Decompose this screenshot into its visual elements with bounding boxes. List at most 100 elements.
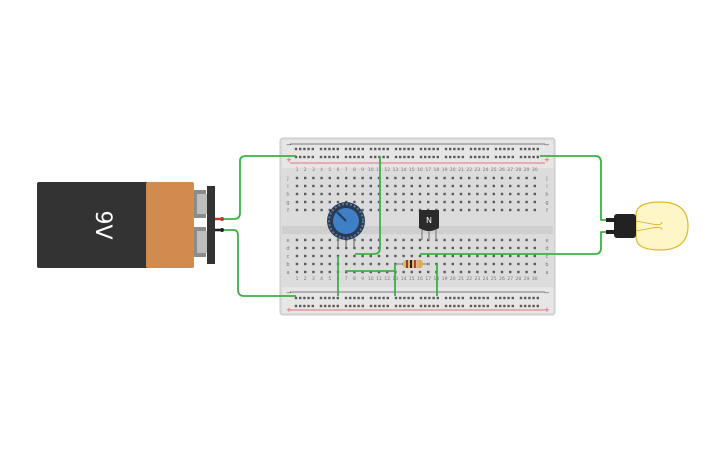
power-rail-hole[interactable] — [461, 155, 464, 159]
power-rail-hole[interactable] — [494, 296, 498, 300]
power-rail-hole[interactable] — [353, 155, 356, 159]
breadboard-hole[interactable] — [533, 184, 536, 188]
power-rail-hole[interactable] — [349, 155, 352, 159]
breadboard-hole[interactable] — [451, 238, 454, 242]
breadboard-hole[interactable] — [517, 238, 520, 242]
power-rail-hole[interactable] — [361, 155, 364, 159]
breadboard-hole[interactable] — [312, 176, 315, 180]
breadboard-hole[interactable] — [336, 184, 340, 188]
power-rail-hole[interactable] — [407, 155, 410, 159]
breadboard-hole[interactable] — [525, 238, 528, 242]
breadboard-hole[interactable] — [533, 270, 536, 274]
breadboard-hole[interactable] — [492, 184, 495, 188]
breadboard-hole[interactable] — [427, 200, 430, 204]
breadboard-hole[interactable] — [509, 176, 512, 180]
breadboard-hole[interactable] — [410, 208, 413, 212]
light-bulb[interactable] — [606, 201, 689, 251]
power-rail-hole[interactable] — [432, 155, 435, 159]
power-rail-hole[interactable] — [444, 304, 448, 308]
power-rail-hole[interactable] — [394, 155, 398, 159]
power-rail-hole[interactable] — [394, 296, 398, 300]
breadboard-hole[interactable] — [509, 246, 512, 250]
power-rail-hole[interactable] — [311, 147, 314, 151]
power-rail-hole[interactable] — [532, 304, 535, 308]
power-rail-hole[interactable] — [386, 147, 389, 151]
breadboard-hole[interactable] — [525, 262, 528, 266]
power-rail-hole[interactable] — [478, 296, 481, 300]
power-rail-hole[interactable] — [486, 147, 489, 151]
breadboard-hole[interactable] — [377, 184, 381, 188]
breadboard-hole[interactable] — [345, 184, 348, 188]
power-rail-hole[interactable] — [303, 296, 306, 300]
power-rail-hole[interactable] — [449, 147, 452, 151]
breadboard-hole[interactable] — [369, 254, 372, 258]
power-rail-hole[interactable] — [453, 296, 456, 300]
breadboard-hole[interactable] — [353, 246, 356, 250]
breadboard-hole[interactable] — [443, 208, 446, 212]
resistor[interactable] — [396, 260, 430, 268]
breadboard-hole[interactable] — [295, 238, 299, 242]
power-rail-hole[interactable] — [511, 304, 514, 308]
breadboard-hole[interactable] — [304, 270, 307, 274]
power-rail-hole[interactable] — [419, 147, 423, 151]
power-rail-hole[interactable] — [469, 304, 473, 308]
power-rail-hole[interactable] — [524, 296, 527, 300]
power-rail-hole[interactable] — [411, 155, 414, 159]
breadboard-hole[interactable] — [451, 246, 454, 250]
power-rail-hole[interactable] — [357, 296, 360, 300]
power-rail-hole[interactable] — [453, 147, 456, 151]
breadboard-hole[interactable] — [468, 238, 471, 242]
power-rail-hole[interactable] — [361, 304, 364, 308]
power-rail-hole[interactable] — [386, 304, 389, 308]
breadboard-hole[interactable] — [509, 192, 512, 196]
power-rail-hole[interactable] — [482, 147, 485, 151]
power-rail-hole[interactable] — [528, 304, 531, 308]
breadboard-hole[interactable] — [492, 262, 495, 266]
breadboard-hole[interactable] — [484, 238, 487, 242]
breadboard-hole[interactable] — [451, 200, 454, 204]
power-rail-hole[interactable] — [469, 147, 473, 151]
breadboard-hole[interactable] — [476, 192, 479, 196]
breadboard-hole[interactable] — [427, 246, 430, 250]
power-rail-hole[interactable] — [428, 147, 431, 151]
breadboard-hole[interactable] — [386, 208, 389, 212]
power-rail-hole[interactable] — [369, 155, 373, 159]
power-rail-hole[interactable] — [511, 147, 514, 151]
breadboard-hole[interactable] — [328, 200, 331, 204]
breadboard-hole[interactable] — [492, 176, 495, 180]
breadboard-hole[interactable] — [443, 192, 446, 196]
power-rail-hole[interactable] — [357, 155, 360, 159]
breadboard-hole[interactable] — [304, 246, 307, 250]
breadboard-hole[interactable] — [451, 176, 454, 180]
breadboard-hole[interactable] — [369, 176, 372, 180]
breadboard-hole[interactable] — [320, 238, 323, 242]
power-rail-hole[interactable] — [369, 147, 373, 151]
power-rail-hole[interactable] — [361, 296, 364, 300]
power-rail-hole[interactable] — [303, 304, 306, 308]
breadboard-hole[interactable] — [394, 238, 397, 242]
breadboard-hole[interactable] — [402, 270, 405, 274]
breadboard-hole[interactable] — [295, 208, 299, 212]
power-rail-hole[interactable] — [436, 296, 439, 300]
breadboard-hole[interactable] — [369, 262, 372, 266]
power-rail-hole[interactable] — [449, 304, 452, 308]
breadboard-hole[interactable] — [336, 246, 340, 250]
breadboard-hole[interactable] — [468, 246, 471, 250]
breadboard-hole[interactable] — [402, 200, 405, 204]
breadboard-hole[interactable] — [509, 254, 512, 258]
power-rail-hole[interactable] — [469, 296, 473, 300]
power-rail-hole[interactable] — [382, 296, 385, 300]
breadboard-hole[interactable] — [336, 176, 340, 180]
breadboard-hole[interactable] — [295, 200, 299, 204]
breadboard-hole[interactable] — [328, 192, 331, 196]
power-rail-hole[interactable] — [319, 147, 323, 151]
breadboard-hole[interactable] — [312, 262, 315, 266]
breadboard-hole[interactable] — [410, 184, 413, 188]
breadboard-hole[interactable] — [484, 184, 487, 188]
power-rail-hole[interactable] — [386, 296, 389, 300]
breadboard-hole[interactable] — [394, 192, 397, 196]
power-rail-hole[interactable] — [319, 304, 323, 308]
power-rail-hole[interactable] — [536, 296, 539, 300]
breadboard-hole[interactable] — [320, 200, 323, 204]
breadboard-hole[interactable] — [468, 270, 471, 274]
